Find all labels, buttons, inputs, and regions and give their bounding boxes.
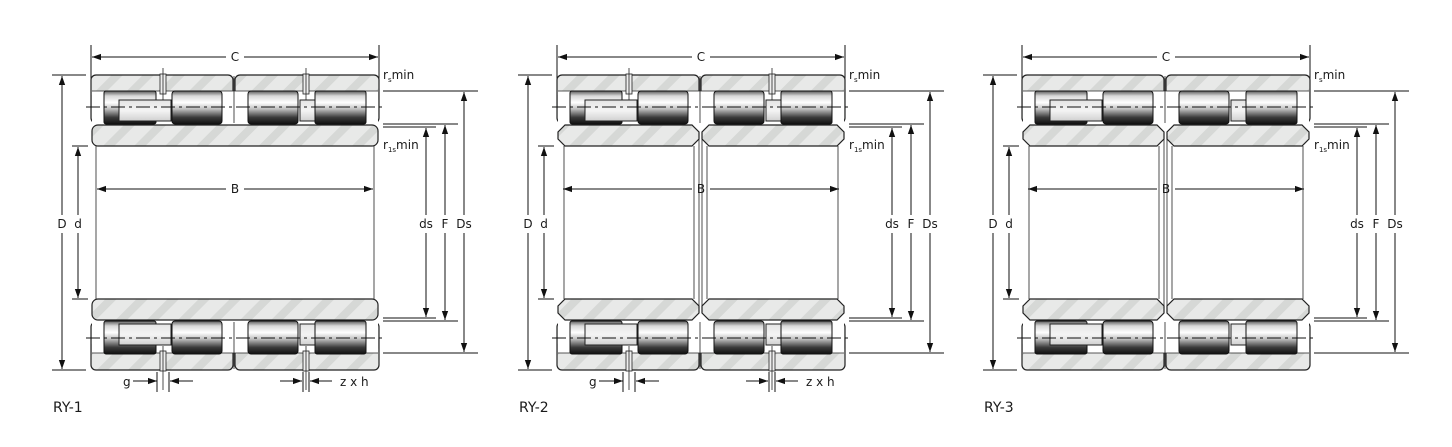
cage	[118, 323, 172, 346]
label-ds: ds	[885, 217, 899, 231]
label-c: C	[1162, 50, 1170, 64]
label-zxh: z x h	[340, 375, 369, 389]
label-d-outer: D	[523, 217, 532, 231]
diagram-ry-1: C	[52, 45, 478, 416]
inner-ring-left-top	[1022, 124, 1165, 147]
label-rs-min: rsmin	[383, 68, 414, 84]
label-c: C	[697, 50, 705, 64]
label-r1s-min: r1smin	[383, 138, 419, 154]
inner-ring-right-top	[1166, 124, 1310, 147]
label-d-outer: D	[988, 217, 997, 231]
label-ds-outer: Ds	[922, 217, 938, 231]
label-rs-min: rsmin	[849, 68, 880, 84]
label-d-bore: d	[540, 217, 548, 231]
label-b: B	[1162, 182, 1170, 196]
cage	[1049, 323, 1103, 346]
label-d-bore: d	[74, 217, 82, 231]
inner-ring-bottom	[91, 298, 379, 321]
label-f: F	[1373, 217, 1380, 231]
cage	[584, 323, 638, 346]
label-zxh: z x h	[806, 375, 835, 389]
label-g: g	[123, 375, 131, 389]
label-f: F	[908, 217, 915, 231]
cage	[118, 99, 172, 122]
label-f: F	[442, 217, 449, 231]
label-d-bore: d	[1005, 217, 1013, 231]
cage	[1049, 99, 1103, 122]
caption-ry-3: RY-3	[984, 400, 1014, 416]
diagram-ry-2: C	[518, 45, 944, 416]
label-b: B	[231, 182, 239, 196]
inner-ring-left-bottom	[1022, 298, 1165, 321]
label-ds-outer: Ds	[1387, 217, 1403, 231]
label-ds-outer: Ds	[456, 217, 472, 231]
inner-ring-left-bottom	[557, 298, 700, 321]
label-g: g	[589, 375, 597, 389]
cage	[584, 99, 638, 122]
inner-ring-right-top	[701, 124, 845, 147]
label-b: B	[697, 182, 705, 196]
label-ds: ds	[419, 217, 433, 231]
label-c: C	[231, 50, 239, 64]
label-d-outer: D	[57, 217, 66, 231]
inner-ring-right-bottom	[701, 298, 845, 321]
inner-ring-left-top	[557, 124, 700, 147]
inner-ring-top	[91, 124, 379, 147]
label-r1s-min: r1smin	[1314, 138, 1350, 154]
label-r1s-min: r1smin	[849, 138, 885, 154]
caption-ry-1: RY-1	[53, 400, 83, 416]
inner-ring-right-bottom	[1166, 298, 1310, 321]
caption-ry-2: RY-2	[519, 400, 549, 416]
diagram-ry-3: C B	[983, 45, 1409, 416]
label-rs-min: rsmin	[1314, 68, 1345, 84]
label-ds: ds	[1350, 217, 1364, 231]
